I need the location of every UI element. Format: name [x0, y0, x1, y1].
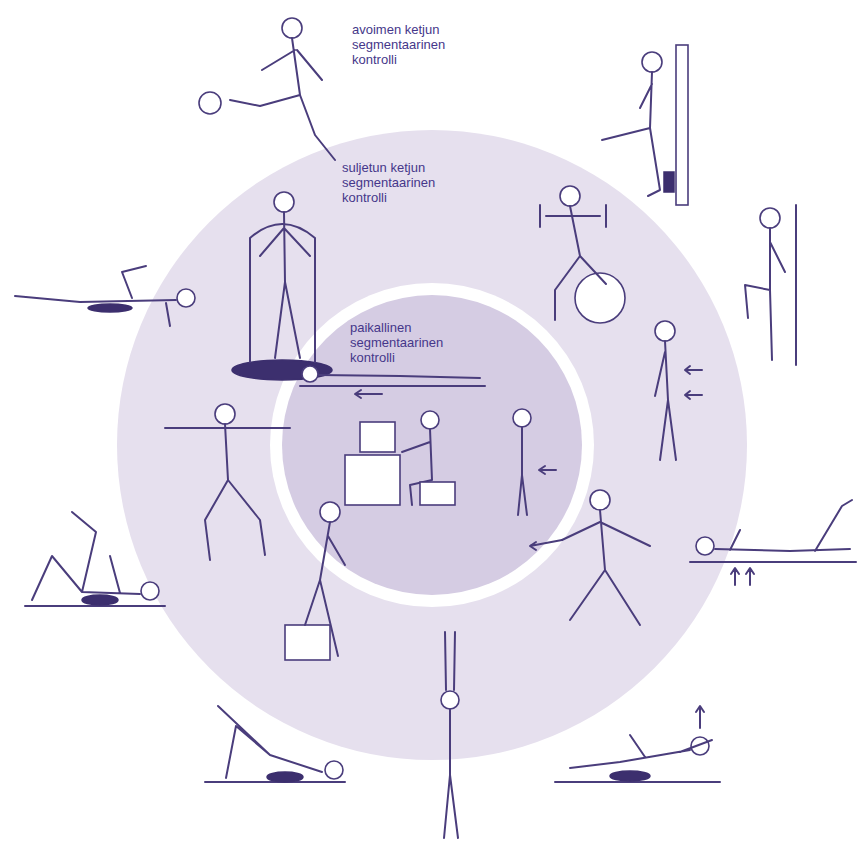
band-label: paikallinen segmentaarinen kontrolli: [350, 320, 468, 365]
lying-arm-figure: [555, 706, 720, 782]
supine-figure: [300, 366, 485, 398]
standing-reach-figure: [441, 632, 459, 838]
ball-lunge-figure: [540, 186, 625, 323]
one-leg-figure: [745, 205, 796, 365]
zone-label: avoimen ketjun segmentaarinen kontrolli: [352, 22, 470, 67]
step-up-figure: [285, 502, 345, 660]
platform-walker-figure: [232, 192, 332, 380]
standing-figure: [513, 409, 556, 515]
lying-leg-raise-figure: [690, 500, 856, 585]
bridge-figure: [205, 706, 345, 782]
wall-sit-figure: [602, 45, 688, 205]
band-lunge-figure: [530, 490, 650, 625]
plank-figure: [15, 266, 195, 326]
computer-figure: [345, 411, 455, 505]
kick-figure: [199, 18, 335, 160]
posture-figure: [655, 321, 702, 460]
bar-lunge-figure: [165, 404, 290, 560]
band-label: suljetun ketjun segmentaarinen kontrolli: [342, 160, 460, 205]
lying-knee-figure: [25, 512, 165, 606]
ring-band: suljetun ketjun segmentaarinen kontrolli…: [117, 130, 747, 760]
